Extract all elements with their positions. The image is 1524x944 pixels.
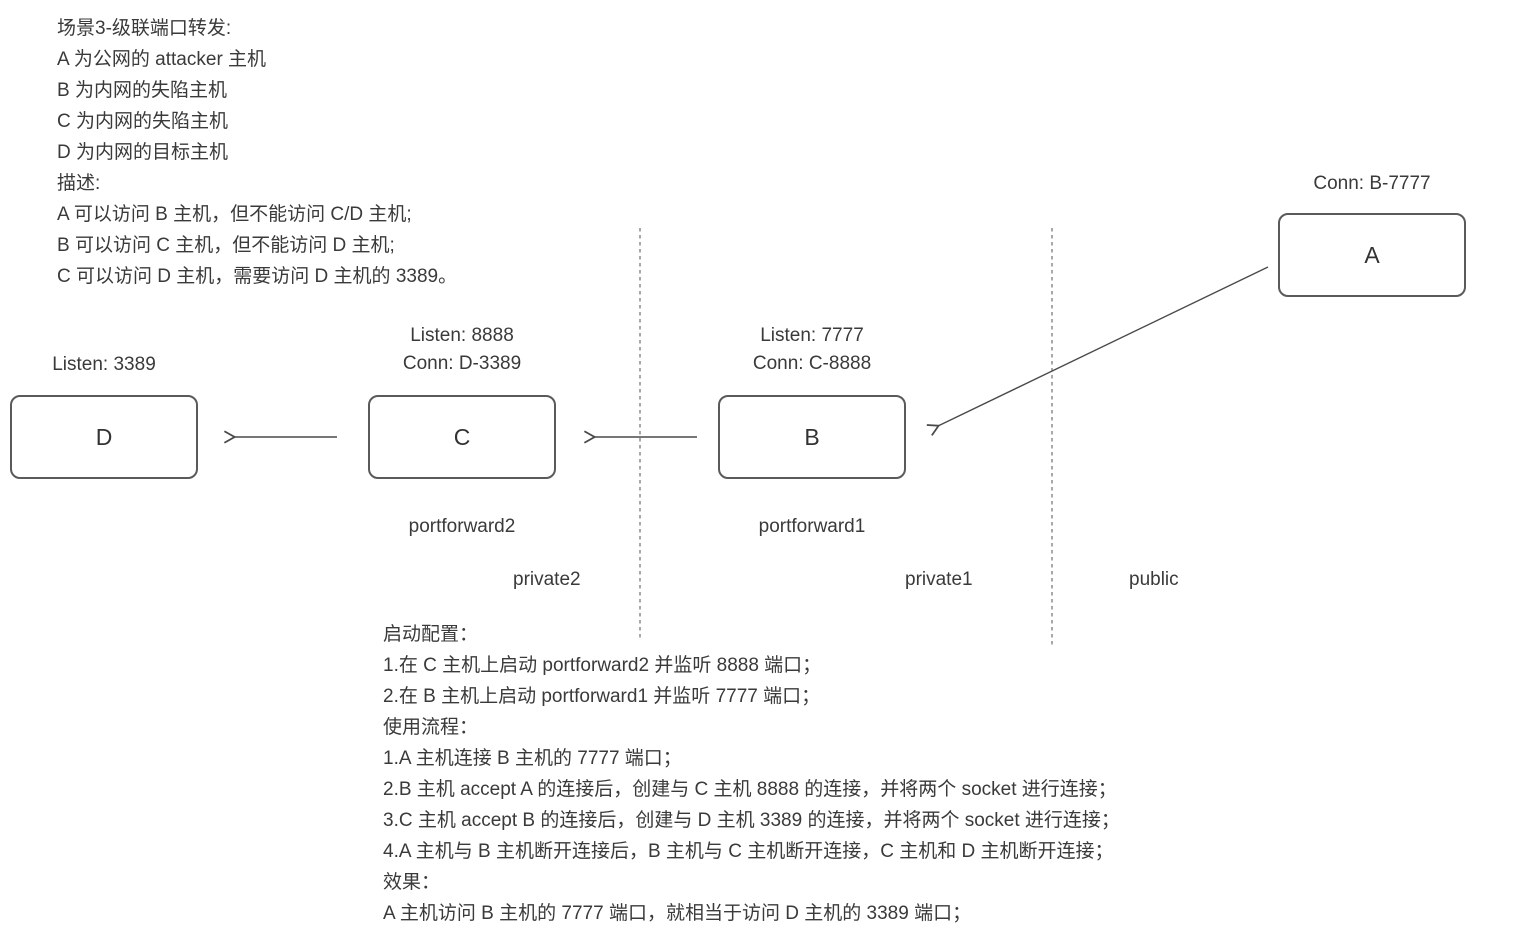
intro-line: B 可以访问 C 主机，但不能访问 D 主机; bbox=[57, 235, 395, 256]
notes-line: 3.C 主机 accept B 的连接后，创建与 D 主机 3389 的连接，并… bbox=[383, 810, 1120, 831]
notes-line-effect-title: 效果： bbox=[383, 872, 441, 893]
node-d-listen-label: Listen: 3389 bbox=[52, 354, 156, 375]
intro-line: A 为公网的 attacker 主机 bbox=[57, 49, 267, 70]
zone-label-private1: private1 bbox=[905, 569, 973, 590]
configuration-notes: 启动配置： 1.在 C 主机上启动 portforward2 并监听 8888 … bbox=[383, 619, 1120, 929]
intro-line: A 可以访问 B 主机，但不能访问 C/D 主机; bbox=[57, 204, 412, 225]
node-c-tool-label: portforward2 bbox=[408, 516, 516, 537]
zone-label-private2: private2 bbox=[513, 569, 581, 590]
node-c-listen-label: Listen: 8888 bbox=[410, 325, 514, 346]
notes-line: 2.在 B 主机上启动 portforward1 并监听 7777 端口； bbox=[383, 686, 821, 707]
node-c-conn-label: Conn: D-3389 bbox=[402, 353, 522, 374]
intro-line: B 为内网的失陷主机 bbox=[57, 80, 227, 101]
intro-line-title: 场景3-级联端口转发: bbox=[57, 18, 232, 39]
notes-line: 1.在 C 主机上启动 portforward2 并监听 8888 端口； bbox=[383, 655, 822, 676]
node-d-label: D bbox=[95, 423, 113, 450]
notes-line: 1.A 主机连接 B 主机的 7777 端口； bbox=[383, 748, 682, 769]
node-b-tool-label: portforward1 bbox=[758, 516, 866, 537]
node-b-label: B bbox=[804, 423, 820, 450]
node-b-listen-label: Listen: 7777 bbox=[760, 325, 864, 346]
intro-line: D 为内网的目标主机 bbox=[57, 142, 229, 163]
node-c-box: C bbox=[368, 395, 556, 479]
notes-line-usage-title: 使用流程： bbox=[383, 717, 479, 738]
notes-line: 4.A 主机与 B 主机断开连接后，B 主机与 C 主机断开连接，C 主机和 D… bbox=[383, 841, 1114, 862]
notes-line-config-title: 启动配置： bbox=[383, 624, 479, 645]
node-c-label: C bbox=[453, 423, 471, 450]
node-a-conn-label: Conn: B-7777 bbox=[1313, 173, 1431, 194]
node-b-box: B bbox=[718, 395, 906, 479]
intro-line: C 可以访问 D 主机，需要访问 D 主机的 3389。 bbox=[57, 266, 458, 287]
notes-line: 2.B 主机 accept A 的连接后，创建与 C 主机 8888 的连接，并… bbox=[383, 779, 1117, 800]
notes-line: A 主机访问 B 主机的 7777 端口，就相当于访问 D 主机的 3389 端… bbox=[383, 903, 972, 924]
node-b-conn-label: Conn: C-8888 bbox=[752, 353, 872, 374]
zone-label-public: public bbox=[1129, 569, 1179, 590]
arrow-a-to-b bbox=[926, 266, 1269, 436]
node-a-label: A bbox=[1364, 241, 1380, 268]
intro-line: C 为内网的失陷主机 bbox=[57, 111, 229, 132]
node-a-box: A bbox=[1278, 213, 1466, 297]
node-d-box: D bbox=[10, 395, 198, 479]
intro-line: 描述: bbox=[57, 173, 101, 194]
node-c-annotation: Listen: 8888 Conn: D-3389 bbox=[368, 322, 556, 378]
scenario-intro: 场景3-级联端口转发: A 为公网的 attacker 主机 B 为内网的失陷主… bbox=[57, 13, 457, 292]
node-b-annotation: Listen: 7777 Conn: C-8888 bbox=[718, 322, 906, 378]
